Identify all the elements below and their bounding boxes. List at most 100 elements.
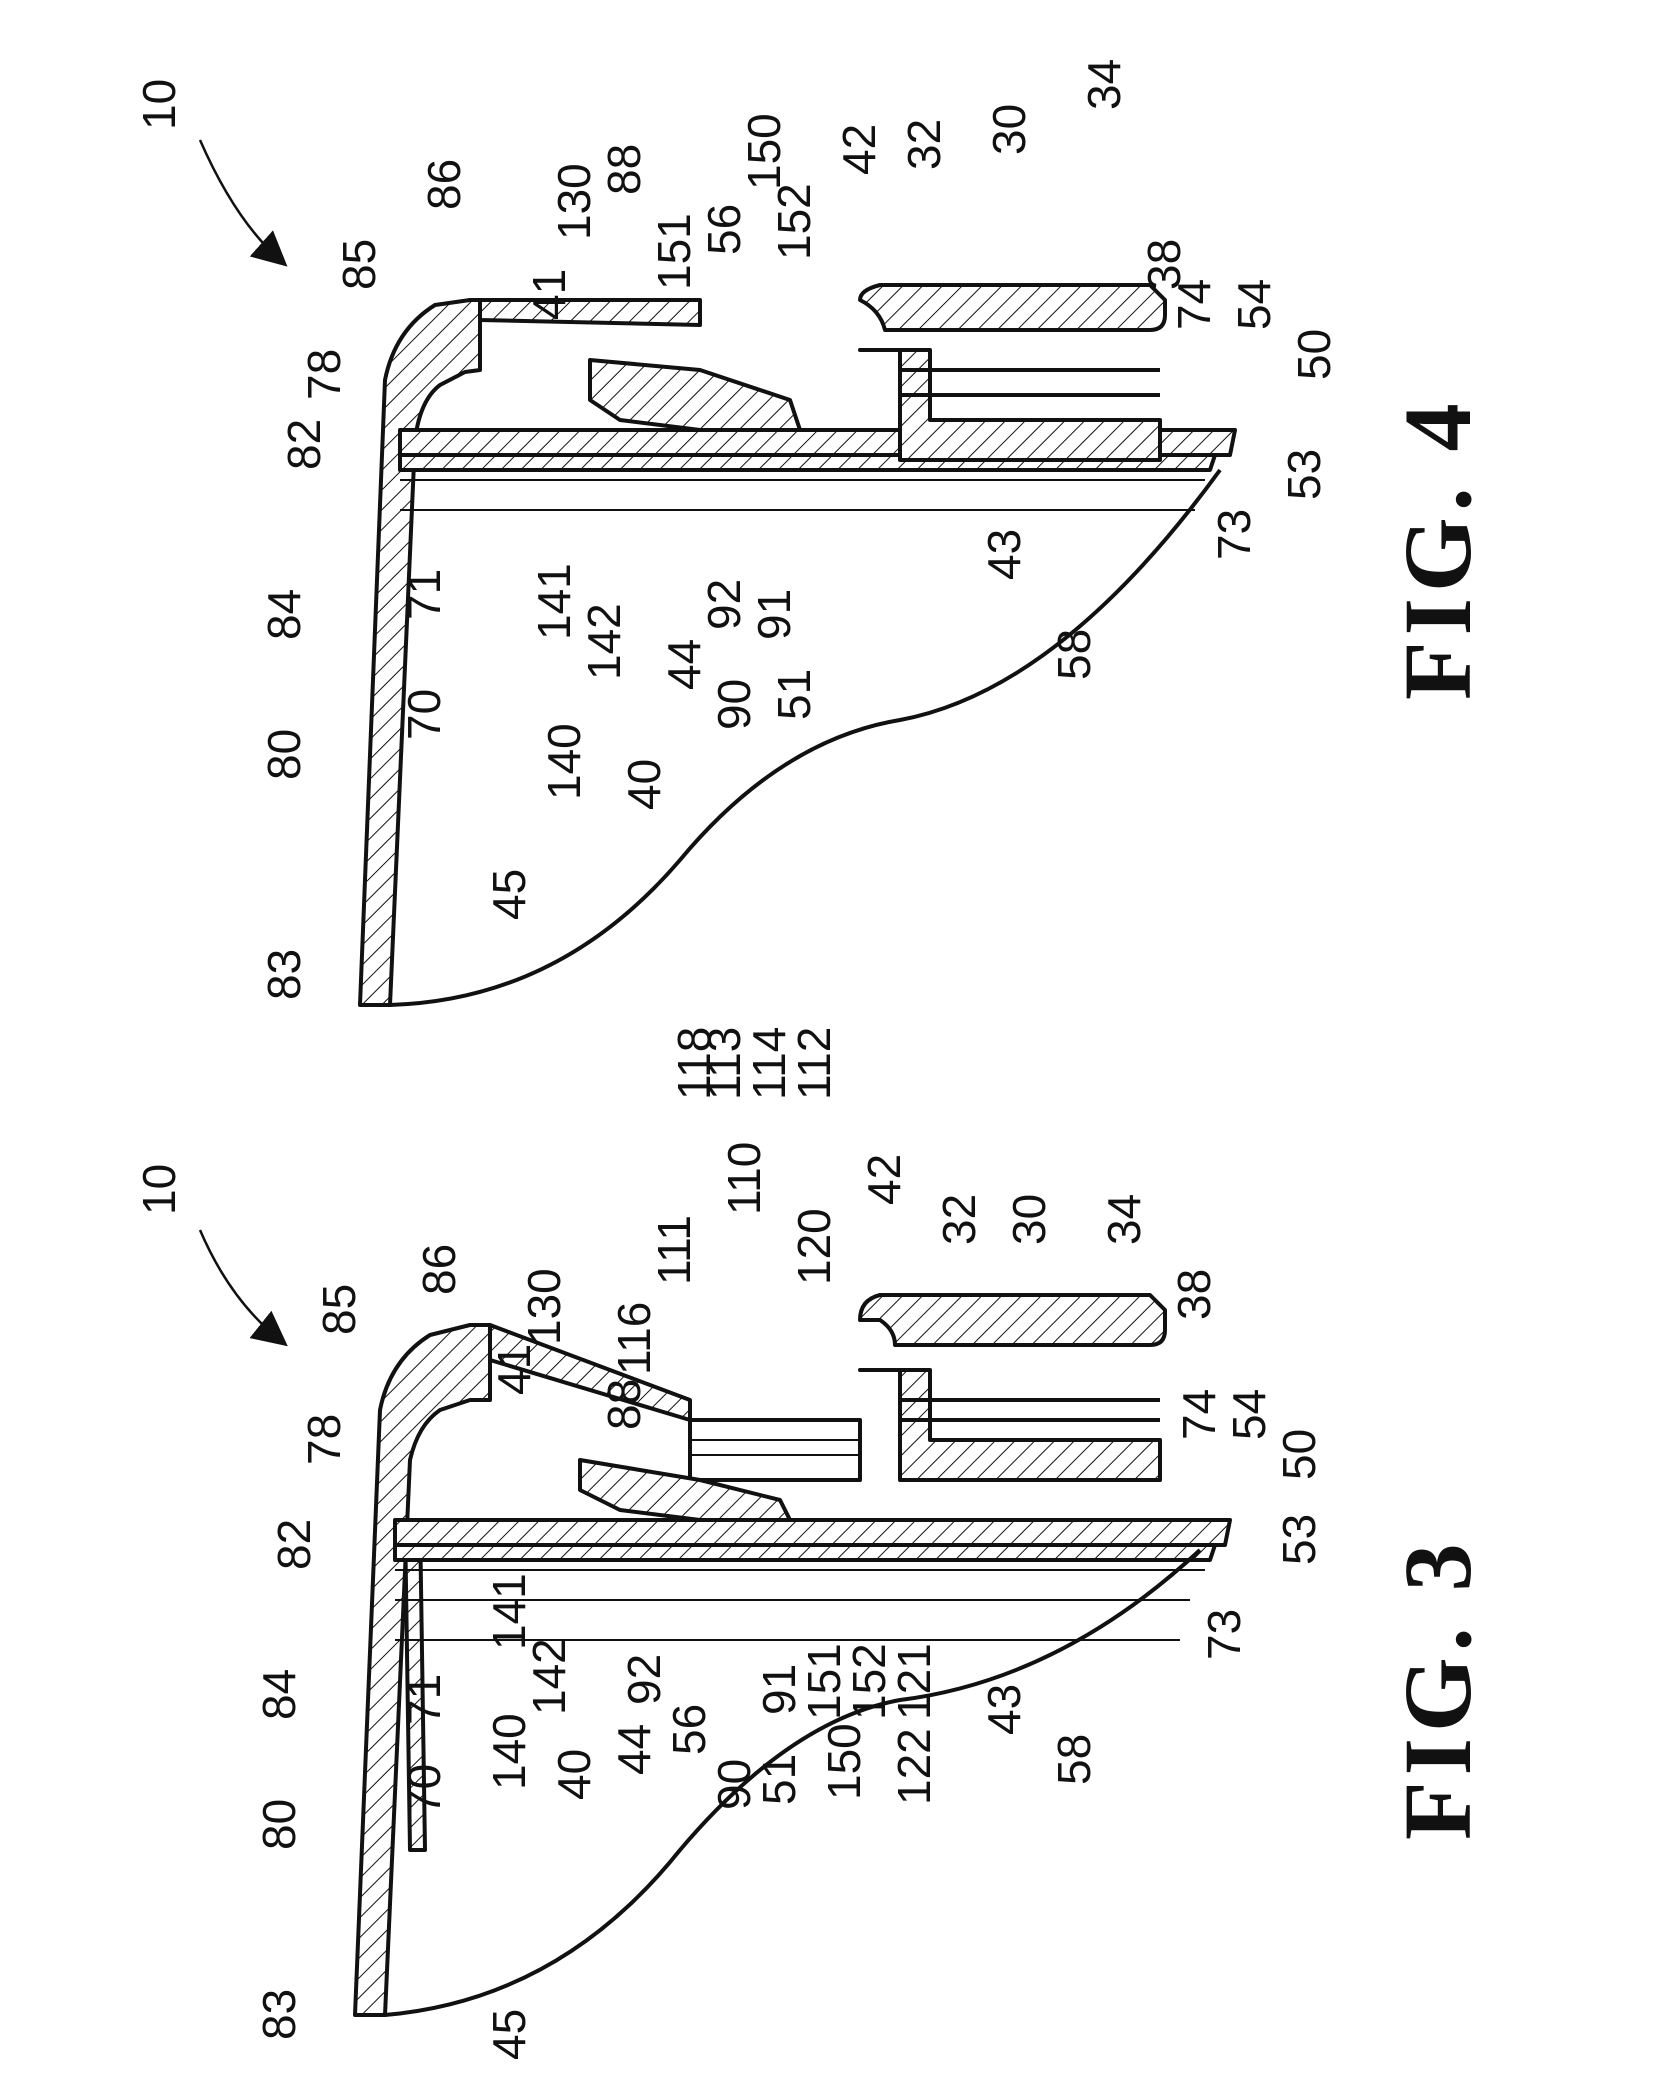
ref-label: 50 bbox=[1288, 329, 1340, 380]
ref-label: 140 bbox=[538, 723, 590, 800]
ref-label: 84 bbox=[258, 589, 310, 640]
ref-label: 71 bbox=[398, 569, 450, 620]
ref-label: 86 bbox=[413, 1244, 465, 1295]
ref-label: 34 bbox=[1078, 59, 1130, 110]
ref-label: 122 bbox=[888, 1728, 940, 1805]
ref-label: 120 bbox=[788, 1208, 840, 1285]
figure-title: FIG. 4 bbox=[1384, 397, 1491, 700]
ref-label: 150 bbox=[818, 1723, 870, 1800]
figure-4-labels: 10 83 80 84 82 78 85 86 130 41 88 151 56… bbox=[133, 59, 1491, 1000]
ref-label: 82 bbox=[278, 419, 330, 470]
container-body-45 bbox=[390, 470, 1220, 1005]
ref-label: 56 bbox=[663, 1704, 715, 1755]
ref-label: 152 bbox=[843, 1643, 895, 1720]
ref-label: 73 bbox=[1208, 509, 1260, 560]
ref-label: 45 bbox=[483, 2009, 535, 2060]
ref-label: 83 bbox=[258, 949, 310, 1000]
ref-label: 140 bbox=[483, 1713, 535, 1790]
cap-shell-80 bbox=[360, 300, 480, 1005]
ref-label: 43 bbox=[978, 529, 1030, 580]
ref-label: 151 bbox=[648, 213, 700, 290]
ref-label: 34 bbox=[1098, 1194, 1150, 1245]
ref-label: 10 bbox=[133, 1164, 185, 1215]
ref-label: 53 bbox=[1278, 449, 1330, 500]
ref-label: 10 bbox=[133, 79, 185, 130]
ref-label: 150 bbox=[738, 113, 790, 190]
ref-label: 53 bbox=[1273, 1514, 1325, 1565]
ref-label: 30 bbox=[983, 104, 1035, 155]
ref-label: 74 bbox=[1168, 279, 1220, 330]
ref-label: 51 bbox=[753, 1754, 805, 1805]
ref-label: 85 bbox=[313, 1284, 365, 1335]
ref-label: 80 bbox=[258, 729, 310, 780]
ref-label: 88 bbox=[598, 144, 650, 195]
ref-label: 92 bbox=[698, 579, 750, 630]
collar-30 bbox=[860, 285, 1165, 330]
ref-label: 111 bbox=[648, 1215, 700, 1285]
ref-label: 41 bbox=[488, 1344, 540, 1395]
ref-label: 121 bbox=[888, 1643, 940, 1720]
ref-label: 54 bbox=[1228, 279, 1280, 330]
assembly-arrow bbox=[200, 140, 280, 260]
ref-label: 83 bbox=[253, 1989, 305, 2040]
ref-label: 152 bbox=[768, 183, 820, 260]
ref-label: 90 bbox=[708, 1759, 760, 1810]
ref-label: 130 bbox=[518, 1268, 570, 1345]
ref-label: 32 bbox=[898, 119, 950, 170]
ref-label: 142 bbox=[578, 603, 630, 680]
ref-label: 84 bbox=[253, 1669, 305, 1720]
ref-label: 71 bbox=[398, 1674, 450, 1725]
ref-label: 141 bbox=[483, 1573, 535, 1650]
ref-label: 32 bbox=[933, 1194, 985, 1245]
ref-label: 45 bbox=[483, 869, 535, 920]
ref-label: 58 bbox=[1048, 629, 1100, 680]
assembly-arrow bbox=[200, 1230, 280, 1340]
ref-label: 80 bbox=[253, 1799, 305, 1850]
ref-label: 90 bbox=[708, 679, 760, 730]
ref-label: 82 bbox=[268, 1519, 320, 1570]
ref-label: 130 bbox=[548, 163, 600, 240]
ref-label: 73 bbox=[1198, 1609, 1250, 1660]
ref-label: 85 bbox=[333, 239, 385, 290]
ref-label: 54 bbox=[1223, 1389, 1275, 1440]
ref-label: 91 bbox=[748, 589, 800, 640]
figure-title: FIG. 3 bbox=[1384, 1537, 1491, 1840]
ref-label: 86 bbox=[418, 159, 470, 210]
collar-30 bbox=[860, 1295, 1165, 1345]
valve-region bbox=[580, 1460, 790, 1520]
collar-inner bbox=[860, 1370, 1160, 1480]
ref-label: 40 bbox=[548, 1749, 600, 1800]
ref-label: 70 bbox=[398, 1764, 450, 1815]
ref-label: 112 bbox=[788, 1027, 840, 1100]
ref-label: 44 bbox=[658, 639, 710, 690]
ref-label: 110 bbox=[718, 1142, 770, 1215]
ref-label: 43 bbox=[978, 1684, 1030, 1735]
ref-label: 91 bbox=[753, 1664, 805, 1715]
ref-label: 50 bbox=[1273, 1429, 1325, 1480]
ref-label: 44 bbox=[608, 1724, 660, 1775]
ref-label: 42 bbox=[858, 1154, 910, 1205]
ref-label: 78 bbox=[298, 349, 350, 400]
ref-label: 78 bbox=[298, 1414, 350, 1465]
figure-3 bbox=[200, 1230, 1230, 2015]
ref-label: 116 bbox=[608, 1302, 660, 1375]
ref-label: 92 bbox=[618, 1654, 670, 1705]
ref-label: 41 bbox=[523, 269, 575, 320]
ref-label: 56 bbox=[698, 204, 750, 255]
cap-top bbox=[480, 300, 700, 325]
ref-label: 58 bbox=[1048, 1734, 1100, 1785]
ref-label: 141 bbox=[528, 563, 580, 640]
ref-label: 40 bbox=[618, 759, 670, 810]
ref-label: 42 bbox=[833, 124, 885, 175]
valve-region bbox=[590, 360, 800, 430]
tube-wall bbox=[395, 1520, 1230, 1545]
ref-label: 38 bbox=[1168, 1269, 1220, 1320]
ref-label: 74 bbox=[1173, 1389, 1225, 1440]
collar-inner bbox=[860, 350, 1160, 460]
ref-label: 70 bbox=[398, 689, 450, 740]
ref-label: 151 bbox=[798, 1643, 850, 1720]
ref-label: 30 bbox=[1003, 1194, 1055, 1245]
ref-label: 88 bbox=[598, 1379, 650, 1430]
